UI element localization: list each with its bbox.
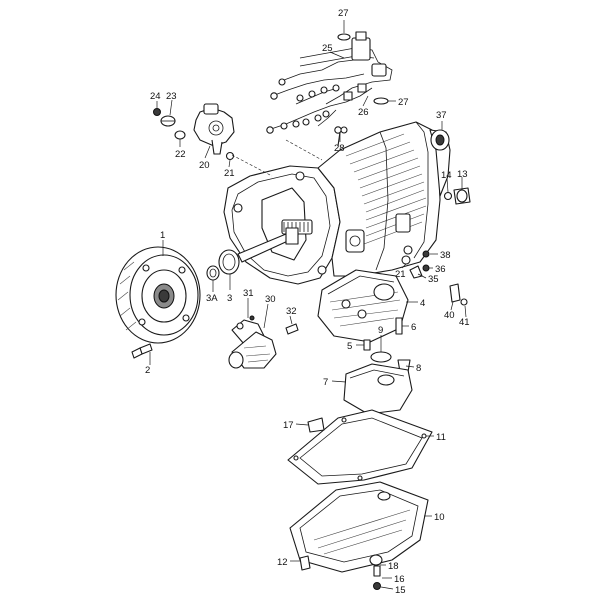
callout-7: 7 — [323, 377, 328, 388]
callout-21-right: 21 — [395, 269, 406, 280]
callout-15: 15 — [395, 585, 406, 596]
callout-12: 12 — [277, 557, 288, 568]
callout-3: 3 — [227, 293, 232, 304]
callout-5: 5 — [347, 341, 352, 352]
callout-20: 20 — [199, 160, 210, 171]
callout-16: 16 — [394, 574, 405, 585]
callout-35: 35 — [428, 274, 439, 285]
callout-26: 26 — [358, 107, 369, 118]
callout-18: 18 — [388, 561, 399, 572]
callout-32: 32 — [286, 306, 297, 317]
callout-28: 28 — [334, 143, 345, 154]
callout-22: 22 — [175, 149, 186, 160]
callout-8: 8 — [416, 363, 421, 374]
callout-10: 10 — [434, 512, 445, 523]
filter — [343, 363, 413, 415]
seals-3 — [206, 249, 240, 281]
callout-31: 31 — [243, 288, 254, 299]
callout-37: 37 — [436, 110, 447, 121]
pan-gasket — [287, 409, 433, 485]
input-shaft — [237, 227, 299, 263]
callout-17: 17 — [283, 420, 294, 431]
callout-3a: 3A — [206, 293, 218, 304]
callout-labels: 27 25 27 26 28 24 23 22 20 21 37 14 13 1… — [145, 8, 470, 596]
callout-21-top: 21 — [224, 168, 235, 179]
callout-1: 1 — [160, 230, 165, 241]
callout-36: 36 — [435, 264, 446, 275]
callout-23: 23 — [166, 91, 177, 102]
callout-2: 2 — [145, 365, 150, 376]
valve-body — [317, 269, 411, 373]
callout-6: 6 — [411, 322, 416, 333]
callout-24: 24 — [150, 91, 161, 102]
oil-pan — [289, 481, 429, 590]
callout-25: 25 — [322, 43, 333, 54]
assembly-lines — [231, 139, 323, 177]
callout-14: 14 — [441, 170, 452, 181]
callout-41: 41 — [459, 317, 470, 328]
callout-11: 11 — [436, 432, 446, 443]
callout-27-top: 27 — [338, 8, 349, 19]
callout-38: 38 — [440, 250, 451, 261]
actuator — [228, 315, 299, 369]
torque-converter — [115, 246, 201, 344]
callout-4: 4 — [420, 298, 425, 309]
callout-9: 9 — [378, 325, 383, 336]
callout-13: 13 — [457, 169, 468, 180]
callout-27-right: 27 — [398, 97, 409, 108]
bolt-2 — [131, 343, 153, 359]
range-sensor — [153, 103, 235, 161]
leader-lines — [149, 20, 467, 590]
callout-30: 30 — [265, 294, 276, 305]
callout-40: 40 — [444, 310, 455, 321]
